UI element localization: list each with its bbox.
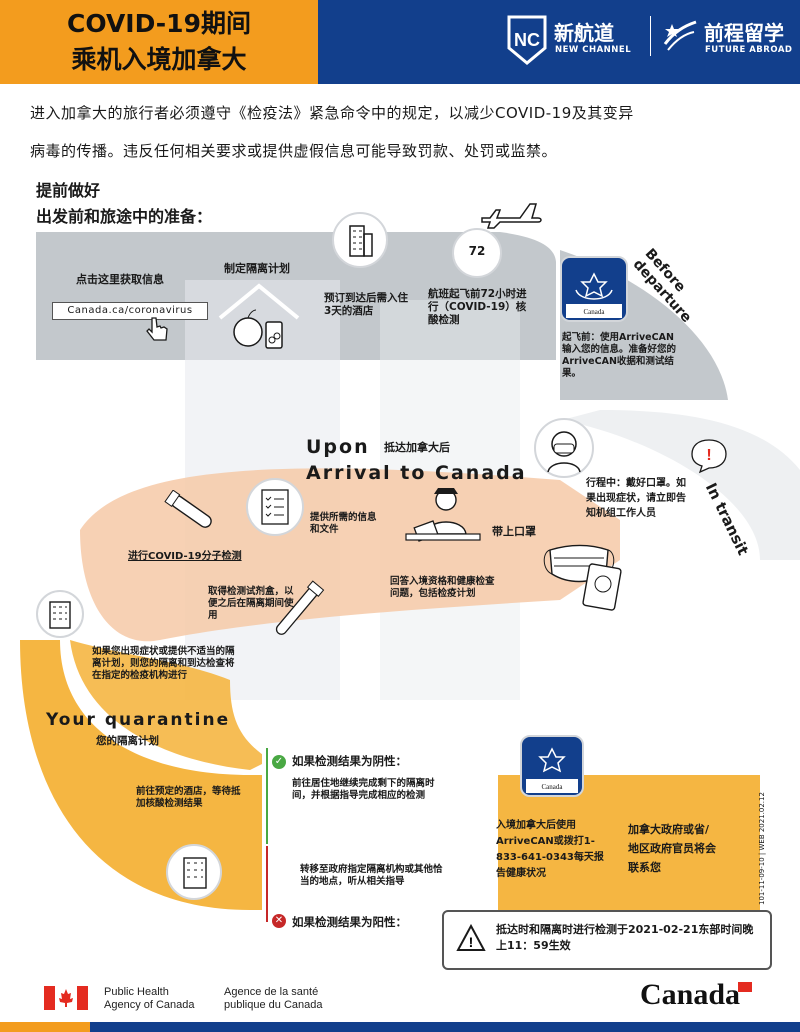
hotel-label: 预订到达后需入住3天的酒店 [324,292,408,317]
answer-label: 回答入境资格和健康检查问题，包括检疫计划 [390,576,495,599]
arrival-title2: Arrival to Canada [306,462,527,484]
phac-en2: Agency of Canada [104,999,195,1011]
positive-head: 如果检测结果为阳性： [292,915,407,929]
title-box: COVID-19期间 乘机入境加拿大 [0,0,318,84]
positive-line [266,846,268,922]
future-abroad-logo-icon [662,18,698,52]
house-fruit-icon [216,282,302,358]
negative-text: 前往居住地继续完成剩下的隔离时间，并根据指导完成相应的检测 [292,778,435,801]
canada-flag-icon [44,986,88,1010]
passport-icon [576,560,626,612]
brand1-mark: NC [514,30,540,50]
covid-test-label: 进行COVID-19分子检测 [128,551,242,562]
test-label: 航班起飞前72小时进行（COVID-19）核酸检测 [428,288,527,326]
negative-head: 如果检测结果为阴性： [292,754,407,768]
hotel-wait-text: 前往预定的酒店，等待抵加核酸检测结果 [136,786,241,809]
prepare-heading1: 提前做好 [36,181,101,200]
bottom-bar [0,1022,800,1032]
svg-text:Canada: Canada [584,308,606,316]
arrival-cn: 抵达加拿大后 [384,441,450,454]
arrival-title1: Upon [306,436,370,458]
negative-line [266,748,268,844]
phac-fr2: publique du Canada [224,999,323,1011]
cursor-icon [146,316,170,342]
hours-badge: 72 [468,244,486,258]
plan-label: 制定隔离计划 [224,262,290,275]
check-icon: ✓ [272,755,286,769]
mask-label: 带上口罩 [492,525,536,538]
coronavirus-link[interactable]: Canada.ca/coronavirus [52,302,208,320]
intro-line2: 病毒的传播。违反任何相关要求或提供虚假信息可能导致罚款、处罚或监禁。 [30,142,558,160]
prepare-heading2: 出发前和旅途中的准备： [36,207,213,226]
quarantine-cn: 您的隔离计划 [96,735,159,747]
bottom-bar-accent [0,1022,90,1032]
masked-person-icon [534,418,594,478]
brand1-en: NEW CHANNEL [555,45,632,55]
intro-line1: 进入加拿大的旅行者必须遵守《检疫法》紧急命令中的规定，以减少COVID-19及其… [30,104,634,122]
new-channel-logo-icon: NC [506,14,548,66]
building-icon [349,225,373,257]
alert-icon: ! [690,438,728,474]
documents-label: 提供所需的信息和文件 [310,512,377,535]
phac-en1: Public Health [104,986,169,998]
transit-text: 行程中：戴好口罩。如果出现症状，请立即告知机组工作人员 [586,478,686,519]
swab-icon [264,578,334,642]
results-panel [262,746,498,926]
side-code: 101-11-09-10 | WEB 2021.02.12 [758,792,766,905]
positive-text: 转移至政府指定隔离机构或其他恰当的地点，听从相关指导 [300,864,443,887]
arrivecan-app-icon-2: Canada [520,735,584,797]
wordmark-flag-icon [738,982,752,992]
warning-icon: ! [456,923,486,952]
effective-box: ! 抵达时和隔离时进行检测于2021-02-21东部时间晚上11：59生效 [442,910,772,970]
hotel-wait-building-icon [166,844,222,900]
airplane-icon [480,196,542,230]
contact-text: 加拿大政府或省/地区政府官员将会联系您 [628,823,716,874]
svg-text:!: ! [469,934,474,950]
kit-label: 取得检测试剂盒，以便之后在隔离期间使用 [208,586,294,621]
arrivecan-label: 起飞前：使用ArriveCAN输入您的信息。准备好您的ArriveCAN收据和测… [562,332,677,379]
info-label: 点击这里获取信息 [76,273,164,286]
officer-icon [400,484,484,548]
logo-divider [650,16,651,56]
svg-text:Canada: Canada [542,783,564,791]
arrivecan-daily: 入境加拿大后使用ArriveCAN或拨打1- 833-641-0343每天报告健… [496,820,604,879]
arrival-band [80,468,620,642]
page-title-line2: 乘机入境加拿大 [71,45,247,74]
checklist-icon [246,478,304,536]
fruit-icon [233,317,263,347]
quarantine-title: Your quarantine [46,710,231,730]
cross-icon: ✕ [272,914,286,928]
brand1-cn: 新航道 [554,21,614,45]
phac-fr1: Agence de la santé [224,986,319,998]
brand2-cn: 前程留学 [704,21,784,45]
page-title-line1: COVID-19期间 [67,9,251,38]
effective-text: 抵达时和隔离时进行检测于2021-02-21东部时间晚上11：59生效 [496,923,754,952]
hotel-circle [332,212,388,268]
alert-mark: ! [706,447,711,464]
arrivecan-app-icon: Canada [560,256,628,322]
symptoms-text: 如果您出现症状或提供不适当的隔离计划，则您的隔离和到达检查将在指定的检疫机构进行 [92,646,235,681]
quarantine-building-icon [36,590,84,638]
clock-72-icon: 72 [452,228,502,278]
test-tube-icon [162,489,222,534]
brand2-en: FUTURE ABROAD [705,45,793,55]
canada-wordmark: Canada [640,978,741,1011]
